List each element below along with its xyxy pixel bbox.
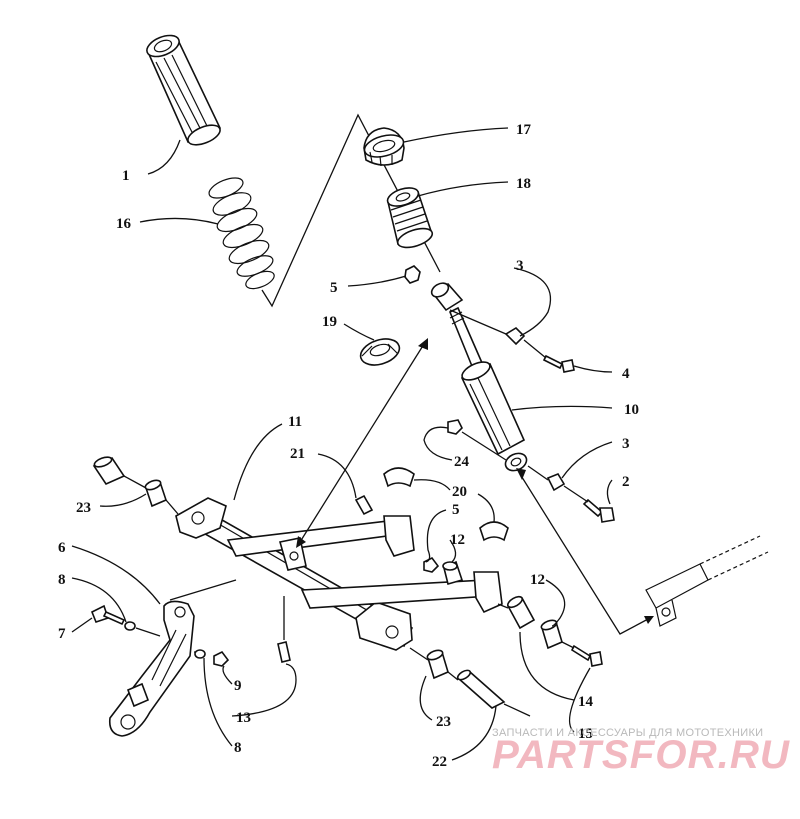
label-16: 16	[116, 216, 132, 232]
part-20-bushing-top	[383, 467, 415, 488]
label-2: 2	[622, 474, 630, 490]
label-6: 6	[58, 540, 66, 556]
label-14: 14	[578, 694, 594, 710]
assembly-arrow-shock-to-frame	[516, 468, 654, 635]
part-3-spacer-top	[504, 326, 526, 346]
part-13-grease-nipple	[277, 641, 291, 663]
part-9-nut	[213, 650, 230, 667]
label-4: 4	[622, 366, 630, 382]
watermark-brand: PARTSFOR.RU	[492, 733, 790, 777]
label-15: 15	[578, 726, 593, 742]
label-12: 12	[530, 572, 545, 588]
label-10: 10	[624, 402, 639, 418]
part-19-clip	[359, 338, 401, 366]
label-8: 8	[234, 740, 242, 756]
part-8-washer-left	[124, 621, 136, 631]
label-13: 13	[236, 710, 251, 726]
part-17-adjuster-ring	[363, 127, 405, 167]
label-3: 3	[516, 258, 524, 274]
part-16-coil-spring	[208, 177, 275, 290]
part-6-steering-arm	[108, 600, 195, 737]
part-22-pin	[456, 669, 506, 709]
part-5-nut-mid	[423, 556, 440, 573]
label-9: 9	[234, 678, 242, 694]
part-20-bushing-lower	[479, 521, 509, 542]
label-21: 21	[290, 446, 305, 462]
assembly-arrow-shock-to-arm	[296, 338, 428, 548]
label-5: 5	[330, 280, 338, 296]
label-3: 3	[622, 436, 630, 452]
label-23: 23	[76, 500, 91, 516]
part-number-labels: 1 16 17 18 5 3 19 4 10 11 21 24 3 2 20 5…	[58, 122, 639, 770]
label-1: 1	[122, 168, 130, 184]
leader-lines	[71, 127, 613, 761]
label-7: 7	[58, 626, 66, 642]
label-22: 22	[432, 754, 447, 770]
part-3-spacer-lower	[546, 473, 566, 492]
part-10-shock-absorber	[430, 282, 528, 472]
frame-mount-stub	[645, 535, 769, 627]
part-pin-top-left	[92, 456, 126, 486]
part-4-bolt	[542, 354, 575, 373]
label-19: 19	[322, 314, 337, 330]
part-12-bushing-right	[540, 619, 563, 650]
part-11-a-arm	[175, 497, 503, 651]
part-23-bushing-bottom	[426, 649, 449, 680]
part-18-bump-stop	[386, 187, 434, 249]
label-12: 12	[450, 532, 465, 548]
watermark-tagline: ЗАПЧАСТИ И АКСЕССУАРЫ ДЛЯ МОТОТЕХНИКИ	[492, 727, 763, 739]
part-14-pin	[506, 595, 536, 630]
part-5-nut-top	[404, 265, 421, 284]
label-23: 23	[436, 714, 451, 730]
part-8-washer-right	[194, 649, 206, 659]
part-1-spring-cover	[146, 34, 222, 146]
part-12-spacer-mid	[442, 560, 464, 585]
part-7-bolt	[90, 604, 126, 626]
label-24: 24	[454, 454, 470, 470]
part-24-nut	[447, 419, 463, 435]
part-15-bolt	[570, 644, 603, 667]
label-5: 5	[452, 502, 460, 518]
watermark: ЗАПЧАСТИ И АКСЕССУАРЫ ДЛЯ МОТОТЕХНИКИ PA…	[492, 727, 790, 777]
part-2-bolt	[582, 498, 615, 523]
label-8: 8	[58, 572, 66, 588]
label-20: 20	[452, 484, 467, 500]
label-17: 17	[516, 122, 532, 138]
part-23-bushing-top	[144, 479, 167, 508]
label-11: 11	[288, 414, 302, 430]
label-18: 18	[516, 176, 531, 192]
part-21-fitting	[354, 494, 374, 516]
